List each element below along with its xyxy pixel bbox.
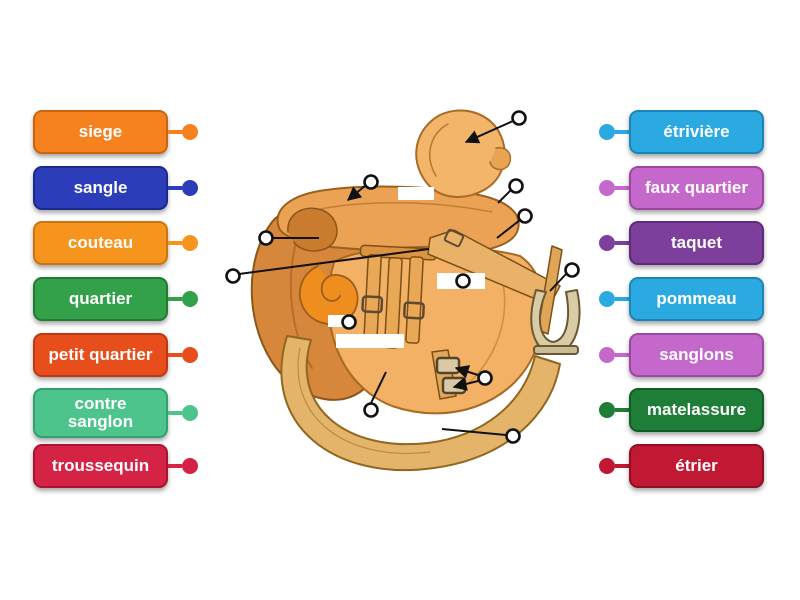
answer-target[interactable]	[564, 262, 580, 278]
connector-dot	[182, 124, 198, 140]
label-text: sangle	[73, 178, 128, 198]
label-troussequin[interactable]: troussequin	[33, 444, 198, 488]
connector-line	[615, 241, 629, 245]
blank-answer-slot[interactable]	[336, 334, 404, 348]
answer-targets[interactable]	[225, 110, 580, 444]
connector-line	[615, 464, 629, 468]
label-etriviere[interactable]: étrivière	[599, 110, 764, 154]
answer-target[interactable]	[363, 402, 379, 418]
label-text: matelassure	[646, 400, 747, 420]
connector-line	[615, 297, 629, 301]
connector-line	[615, 130, 629, 134]
answer-target[interactable]	[363, 174, 379, 190]
label-quartier[interactable]: quartier	[33, 277, 198, 321]
connector-dot	[182, 405, 198, 421]
answer-target[interactable]	[511, 110, 527, 126]
label-text: couteau	[67, 233, 134, 253]
label-pommeau[interactable]: pommeau	[599, 277, 764, 321]
connector-dot	[599, 124, 615, 140]
connector-dot	[599, 458, 615, 474]
saddle-illustration	[250, 109, 581, 472]
label-text: étrivière	[663, 122, 730, 142]
connector-dot	[599, 402, 615, 418]
label-etrier[interactable]: étrier	[599, 444, 764, 488]
connector-dot	[182, 291, 198, 307]
label-faux-quartier[interactable]: faux quartier	[599, 166, 764, 210]
label-text: quartier	[68, 289, 133, 309]
label-text: étrier	[675, 456, 718, 476]
pointer-lines	[238, 120, 568, 436]
label-contre-sanglon[interactable]: contre sanglon	[33, 388, 198, 438]
label-text: contre sanglon	[67, 394, 134, 431]
connector-dot	[182, 180, 198, 196]
label-sangle[interactable]: sangle	[33, 166, 198, 210]
connector-dot	[182, 458, 198, 474]
answer-target[interactable]	[477, 370, 493, 386]
label-couteau[interactable]: couteau	[33, 221, 198, 265]
connector-dot	[599, 347, 615, 363]
connector-line	[615, 408, 629, 412]
label-text: siege	[78, 122, 123, 142]
label-text: sanglons	[659, 345, 734, 365]
answer-target[interactable]	[225, 268, 241, 284]
connector-line	[168, 464, 182, 468]
connector-line	[168, 353, 182, 357]
label-text: taquet	[671, 233, 722, 253]
connector-dot	[599, 291, 615, 307]
connector-dot	[182, 235, 198, 251]
connector-line	[615, 353, 629, 357]
label-text: petit quartier	[48, 345, 153, 365]
label-text: pommeau	[656, 289, 737, 309]
label-text: faux quartier	[645, 178, 748, 198]
connector-line	[168, 241, 182, 245]
label-taquet[interactable]: taquet	[599, 221, 764, 265]
label-matelassure[interactable]: matelassure	[599, 388, 764, 432]
answer-target[interactable]	[508, 178, 524, 194]
label-siege[interactable]: siege	[33, 110, 198, 154]
connector-dot	[182, 347, 198, 363]
connector-line	[615, 186, 629, 190]
blank-answer-slot[interactable]	[398, 187, 434, 200]
connector-line	[168, 186, 182, 190]
answer-target[interactable]	[258, 230, 274, 246]
label-sanglons[interactable]: sanglons	[599, 333, 764, 377]
connector-line	[168, 297, 182, 301]
answer-target[interactable]	[505, 428, 521, 444]
answer-target[interactable]	[455, 273, 471, 289]
connector-dot	[599, 235, 615, 251]
answer-target[interactable]	[341, 314, 357, 330]
connector-line	[168, 130, 182, 134]
connector-line	[168, 411, 182, 415]
label-petit-quartier[interactable]: petit quartier	[33, 333, 198, 377]
connector-dot	[599, 180, 615, 196]
answer-target[interactable]	[517, 208, 533, 224]
label-text: troussequin	[51, 456, 150, 476]
